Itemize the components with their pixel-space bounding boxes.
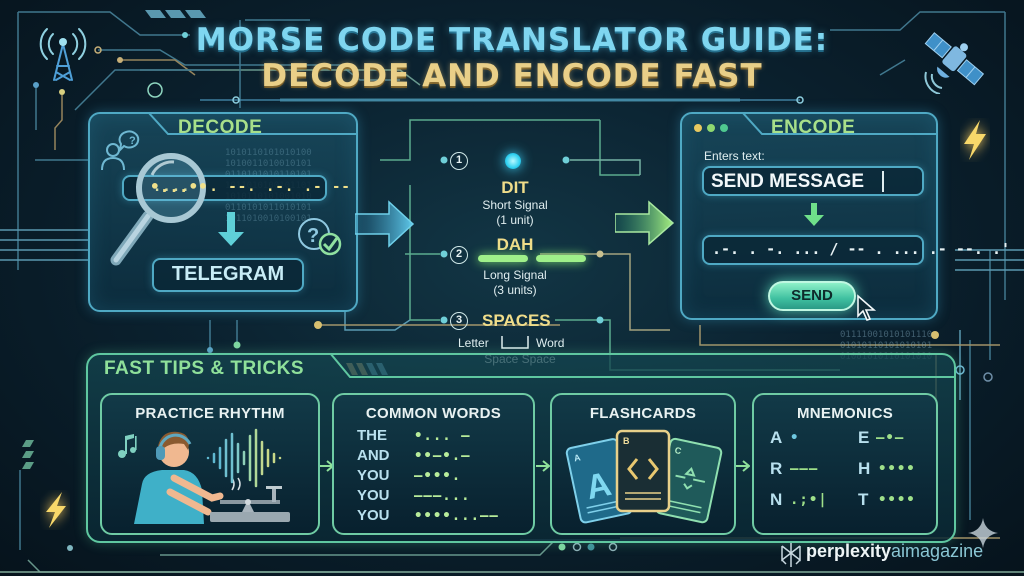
space-bracket-icon [501, 336, 529, 349]
tips-title: FAST TIPS & TRICKS [104, 358, 305, 379]
magnified-morse: •...•• [150, 177, 208, 196]
person-telegraph-illustration [118, 428, 290, 524]
mnemonics-card: MNEMONICS [752, 393, 938, 535]
decode-tab-outline [147, 112, 358, 135]
mnemonic-code: • [790, 430, 800, 446]
user-question-icon: ? [101, 130, 140, 171]
common-word: YOU [357, 507, 390, 524]
card-title: COMMON WORDS [365, 405, 502, 422]
decode-morse-text: - .... .. --. .-. .- -- [134, 179, 351, 195]
encode-morse-text: .-. . -. ... / -- . ... .- --. .' [712, 240, 1011, 258]
common-word-code: —•••. [414, 468, 462, 484]
mnemonic-code: •••• [878, 492, 916, 508]
mnemonic-letter: H [858, 459, 871, 478]
mnemonic-code: .;•| [790, 492, 828, 508]
step-3-badge: 3 [450, 312, 468, 330]
arrow-down-icon [804, 203, 824, 226]
svg-text:?: ? [129, 135, 136, 147]
text-cursor [882, 171, 884, 192]
dah-bar-icon [478, 255, 528, 262]
step-2-badge: 2 [450, 246, 468, 264]
magnifying-glass-icon [110, 153, 206, 266]
spaces-label: SPACES [482, 311, 551, 330]
letter-space-label: Letter [458, 336, 489, 350]
perplexity-logo-icon [781, 543, 801, 567]
common-word-code: ••••...—— [414, 508, 499, 524]
mnemonic-letter: A [770, 428, 783, 447]
brand-wordmark: perplexityaimagazine [806, 541, 983, 562]
step-1-badge: 1 [450, 152, 468, 170]
sparkle-icon [968, 518, 998, 548]
question-check-icon: ? [298, 218, 342, 256]
binary-line: 01111001010101110 [840, 330, 933, 340]
mouse-pointer-icon [857, 294, 877, 321]
dah-desc: Long Signal [483, 268, 547, 282]
dah-bar-icon [536, 255, 586, 262]
common-word: AND [357, 447, 390, 464]
word-space-label: Word [536, 336, 565, 350]
radio-tower-icon [39, 28, 87, 81]
encode-text-input[interactable] [702, 166, 924, 196]
dit-desc: Short Signal [482, 198, 548, 212]
svg-text:B: B [623, 436, 630, 446]
mnemonic-letter: N [770, 490, 783, 509]
dit-label: DIT [501, 178, 529, 197]
common-words-card: COMMON WORDS [332, 393, 535, 535]
svg-text:C: C [674, 445, 683, 456]
binary-line: 01010110101010101 [840, 341, 933, 351]
mnemonic-code: •••• [878, 461, 916, 477]
svg-text:A: A [573, 452, 582, 463]
page-subtitle: DECODE AND ENCODE FAST [261, 58, 763, 94]
card-title: FLASHCARDS [589, 405, 697, 422]
satellite-icon [924, 32, 985, 94]
window-dot-yellow [694, 124, 702, 132]
page-title: MORSE CODE TRANSLATOR GUIDE: [195, 22, 829, 58]
flow-arrow-icon [736, 460, 750, 472]
lightning-bolt-icon [46, 492, 66, 528]
mnemonic-letter: R [770, 459, 783, 478]
encode-input-label: Enters text: [704, 149, 765, 163]
decode-output-field [152, 258, 304, 292]
common-word-code: ———... [414, 488, 471, 504]
brand-part2: aimagazine [891, 541, 984, 561]
svg-text:?: ? [307, 225, 319, 247]
encode-morse-output [702, 235, 924, 265]
decode-morse-input[interactable] [122, 175, 327, 201]
common-word: THE [357, 427, 387, 444]
dah-units: (3 units) [493, 283, 537, 297]
tips-tab-outline [329, 353, 956, 378]
lightning-bolt-icon [964, 120, 986, 160]
dah-label: DAH [496, 235, 534, 254]
window-dot-teal [720, 124, 728, 132]
flow-arrow-icon [536, 460, 550, 472]
arrow-right-icon [355, 200, 415, 248]
card-title: MNEMONICS [796, 405, 894, 422]
common-word-code: ••—•.— [414, 448, 471, 464]
encode-label: ENCODE [771, 117, 856, 138]
encode-input-value: SEND MESSAGE [711, 171, 865, 192]
mnemonic-letter: E [858, 428, 870, 447]
arrow-down-icon [218, 212, 244, 246]
dit-dot-icon [505, 153, 521, 169]
dit-info: DIT Short Signal (1 unit) [455, 178, 575, 228]
mnemonic-code: ——— [790, 461, 819, 477]
card-title: PRACTICE RHYTHM [135, 405, 285, 422]
brand-part1: perplexity [806, 541, 892, 561]
dit-units: (1 unit) [496, 213, 534, 227]
send-button[interactable]: SEND [768, 281, 856, 311]
decode-output-text: TELEGRAM [171, 263, 285, 285]
decode-label: DECODE [178, 117, 263, 138]
arrow-right-icon [615, 200, 675, 246]
mnemonic-letter: T [858, 490, 869, 509]
dah-info: Long Signal (3 units) [455, 268, 575, 298]
encode-tab-outline [741, 112, 938, 135]
common-word: YOU [357, 467, 390, 484]
common-word: YOU [357, 487, 390, 504]
mnemonic-code: —•— [876, 430, 905, 446]
flashcards-illustration: A A C B [565, 429, 723, 524]
window-dot-green [707, 124, 715, 132]
common-word-code: •... — [414, 428, 471, 444]
